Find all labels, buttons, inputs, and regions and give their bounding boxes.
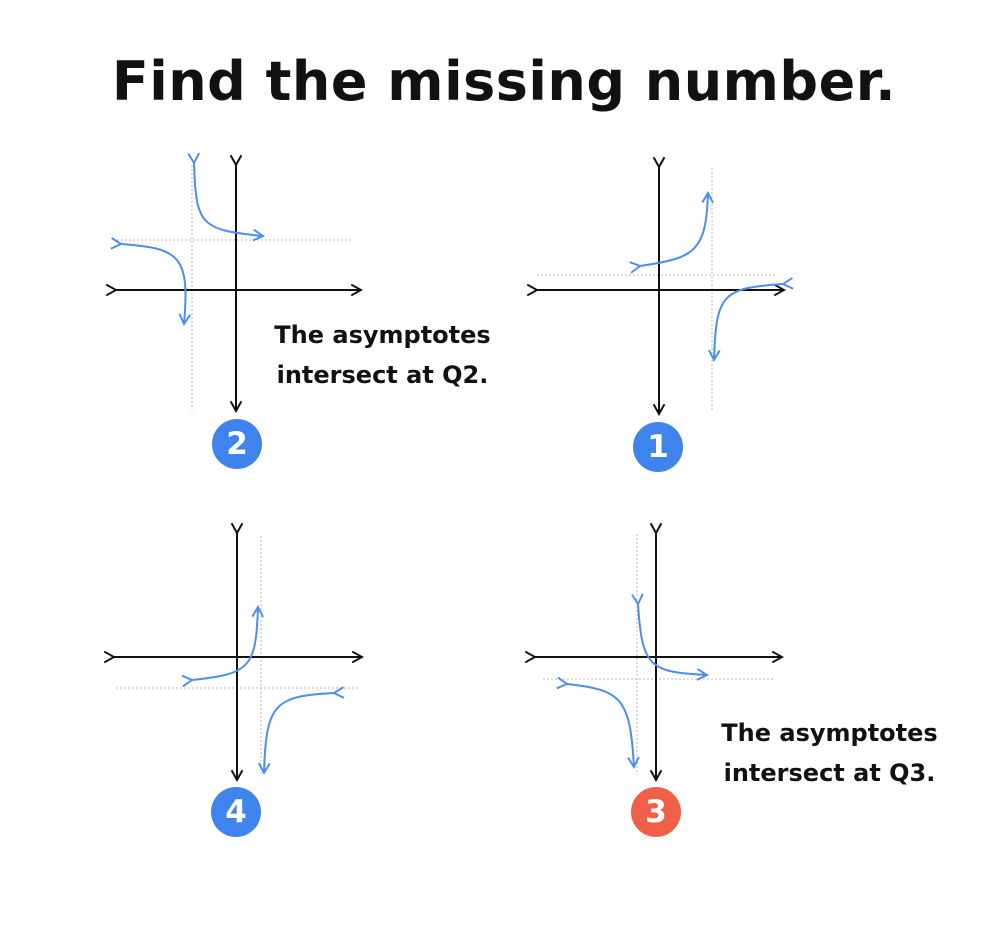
asymptote-note-q2: The asymptotes intersect at Q2. bbox=[255, 315, 510, 395]
hyperbola-curves bbox=[556, 593, 710, 770]
asymptote-note-q3: The asymptotes intersect at Q3. bbox=[702, 713, 957, 793]
graph-panel-2 bbox=[105, 152, 364, 414]
coordinate-axes bbox=[103, 522, 365, 783]
note-line: intersect at Q2. bbox=[276, 361, 489, 389]
number-badge-3: 3 bbox=[631, 787, 681, 837]
graph-panel-1 bbox=[526, 156, 794, 417]
note-line: The asymptotes bbox=[721, 719, 938, 747]
number-badge-2: 2 bbox=[212, 419, 262, 469]
coordinate-axes bbox=[526, 156, 787, 417]
upper-branch bbox=[187, 152, 265, 242]
hyperbola-curves bbox=[181, 604, 345, 776]
lower-branch bbox=[556, 676, 640, 770]
number-badge-4: 4 bbox=[211, 787, 261, 837]
graph-panel-3 bbox=[524, 522, 785, 783]
note-line: intersect at Q3. bbox=[723, 759, 936, 787]
hyperbola-curves bbox=[629, 190, 794, 363]
page-title: Find the missing number. bbox=[111, 50, 897, 113]
lower-branch bbox=[258, 686, 345, 776]
lower-branch bbox=[110, 237, 192, 326]
note-line: The asymptotes bbox=[274, 321, 491, 349]
upper-branch bbox=[631, 593, 710, 681]
hyperbola-curves bbox=[110, 152, 265, 326]
number-badge-1: 1 bbox=[633, 422, 683, 472]
upper-branch bbox=[629, 190, 714, 274]
graph-panel-4 bbox=[103, 522, 365, 783]
lower-branch bbox=[708, 277, 794, 363]
upper-branch bbox=[181, 604, 264, 688]
